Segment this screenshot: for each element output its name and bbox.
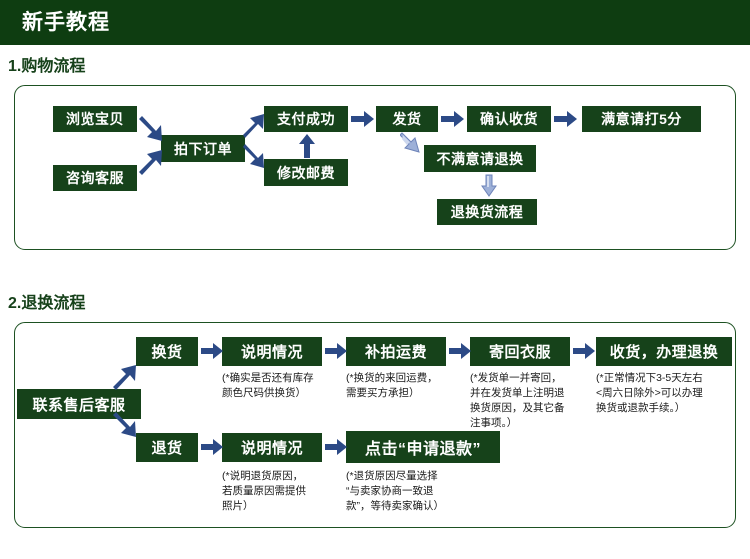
flow-box-rate-five[interactable]: 满意请打5分 bbox=[582, 106, 701, 132]
flow-box-return-flow[interactable]: 退换货流程 bbox=[437, 199, 537, 225]
arrow-after-sale-to-exchange bbox=[113, 363, 139, 393]
arrow-browse-to-order bbox=[139, 113, 165, 143]
page-title: 新手教程 bbox=[22, 11, 110, 34]
flow-box-confirm-receipt[interactable]: 确认收货 bbox=[467, 106, 551, 132]
arrow-extra-shipping-to-send-back bbox=[449, 343, 471, 359]
arrow-order-to-modify bbox=[243, 142, 267, 170]
flow-box-place-order[interactable]: 拍下订单 bbox=[161, 135, 245, 162]
arrow-refund-to-explain bbox=[201, 439, 223, 455]
flow-box-contact-service[interactable]: 咨询客服 bbox=[53, 165, 137, 191]
flow-box-explain-1[interactable]: 说明情况 bbox=[222, 337, 322, 366]
section-1-heading: 1.购物流程 bbox=[8, 58, 86, 75]
arrow-unsatisfied-to-return bbox=[481, 174, 497, 198]
arrow-ship-to-confirm bbox=[441, 111, 464, 127]
arrow-send-back-to-receive bbox=[573, 343, 595, 359]
flow-box-exchange[interactable]: 换货 bbox=[136, 337, 198, 366]
return-flow-panel: 联系售后客服 换货 说明情况 补拍运费 寄回衣服 收货，办理退换 退货 说明情况… bbox=[14, 322, 736, 528]
flow-box-contact-after-sale[interactable]: 联系售后客服 bbox=[17, 389, 141, 419]
flow-box-explain-2[interactable]: 说明情况 bbox=[222, 433, 322, 462]
note-apply-refund: (*退货原因尽量选择 “与卖家协商一致退 款”，等待卖家确认） bbox=[346, 470, 444, 512]
arrow-modify-to-pay bbox=[298, 134, 316, 158]
flow-box-ship[interactable]: 发货 bbox=[376, 106, 438, 132]
arrow-explain-to-extra-shipping bbox=[325, 343, 347, 359]
page-header: 新手教程 bbox=[0, 0, 750, 45]
flow-box-send-back[interactable]: 寄回衣服 bbox=[470, 337, 570, 366]
arrow-confirm-to-rate bbox=[554, 111, 577, 127]
flow-box-browse-item[interactable]: 浏览宝贝 bbox=[53, 106, 137, 132]
arrow-after-sale-to-refund bbox=[113, 409, 139, 439]
note-send-back: (*发货单一并寄回， 并在发货单上注明退 换货原因，及其它备 注事项。） bbox=[470, 372, 565, 429]
arrow-exchange-to-explain bbox=[201, 343, 223, 359]
flow-box-receive-process[interactable]: 收货，办理退换 bbox=[596, 337, 732, 366]
arrow-explain-to-apply-refund bbox=[325, 439, 347, 455]
note-receive-process: (*正常情况下3-5天左右 <周六日除外>可以办理 换货或退款手续。） bbox=[596, 372, 703, 414]
arrow-service-to-order bbox=[139, 148, 165, 178]
flow-box-refund[interactable]: 退货 bbox=[136, 433, 198, 462]
arrow-pay-to-ship bbox=[351, 111, 374, 127]
flow-box-unsatisfied[interactable]: 不满意请退换 bbox=[424, 145, 536, 172]
flow-box-pay-success[interactable]: 支付成功 bbox=[264, 106, 348, 132]
shopping-flow-panel: 浏览宝贝 咨询客服 拍下订单 支付成功 修改邮费 发货 确认收货 满意请打5分 … bbox=[14, 85, 736, 250]
note-exchange-stock: (*确实是否还有库存 颜色尺码供换货） bbox=[222, 372, 314, 399]
flow-box-modify-shipping[interactable]: 修改邮费 bbox=[264, 159, 348, 186]
flow-box-apply-refund[interactable]: 点击“申请退款” bbox=[346, 431, 500, 463]
arrow-ship-to-unsatisfied bbox=[400, 131, 422, 155]
note-exchange-freight: (*换货的来回运费， 需要买方承担） bbox=[346, 372, 438, 399]
note-refund-reason: (*说明退货原因， 若质量原因需提供 照片） bbox=[222, 470, 306, 512]
section-2-heading: 2.退换流程 bbox=[8, 295, 86, 312]
flow-box-extra-shipping[interactable]: 补拍运费 bbox=[346, 337, 446, 366]
arrow-order-to-pay bbox=[243, 112, 267, 140]
